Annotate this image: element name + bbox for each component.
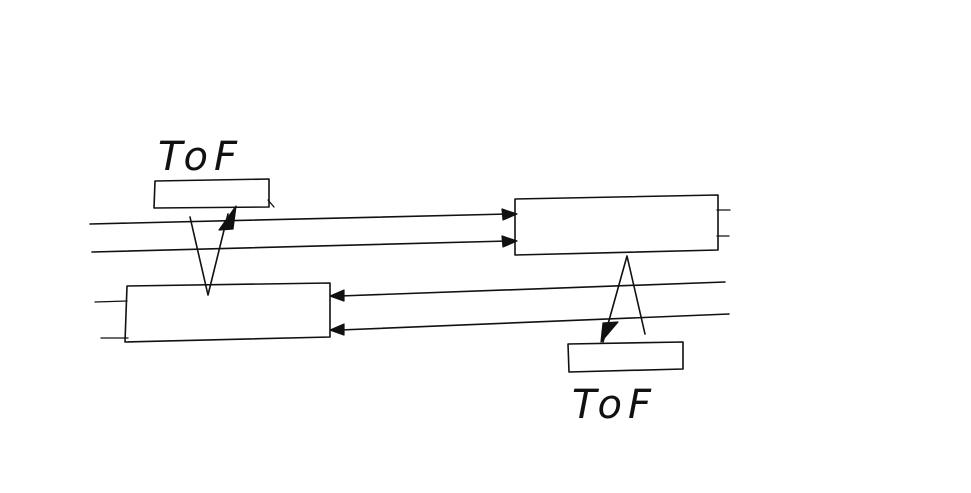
arrowhead-lower-left — [329, 323, 345, 336]
line-upper-to-right-box — [89, 213, 509, 225]
arrowhead-upper-left — [329, 289, 345, 302]
line-lower-to-left-box — [339, 313, 730, 331]
connector-left-v — [189, 213, 229, 296]
device-box-bottom-left — [124, 282, 331, 343]
line-upper-to-left-box — [339, 281, 726, 297]
connector-right-lambda — [602, 255, 646, 343]
arrowhead-upper-right — [501, 208, 518, 221]
device-box-bottom-left-tick-upper — [94, 300, 128, 303]
tof-label-top-left: ToF — [158, 134, 243, 180]
tof-label-bottom-right: ToF — [572, 382, 657, 428]
arrowhead-right-tof — [600, 321, 619, 343]
tof-box-bottom-right — [567, 341, 684, 373]
device-box-top-right — [514, 194, 719, 256]
line-lower-to-right-box — [91, 240, 509, 253]
arrowhead-left-tof — [218, 205, 237, 231]
tof-box-top-left — [153, 178, 270, 209]
arrowhead-lower-right — [501, 235, 518, 248]
tof-box-top-left-tick — [267, 199, 275, 208]
